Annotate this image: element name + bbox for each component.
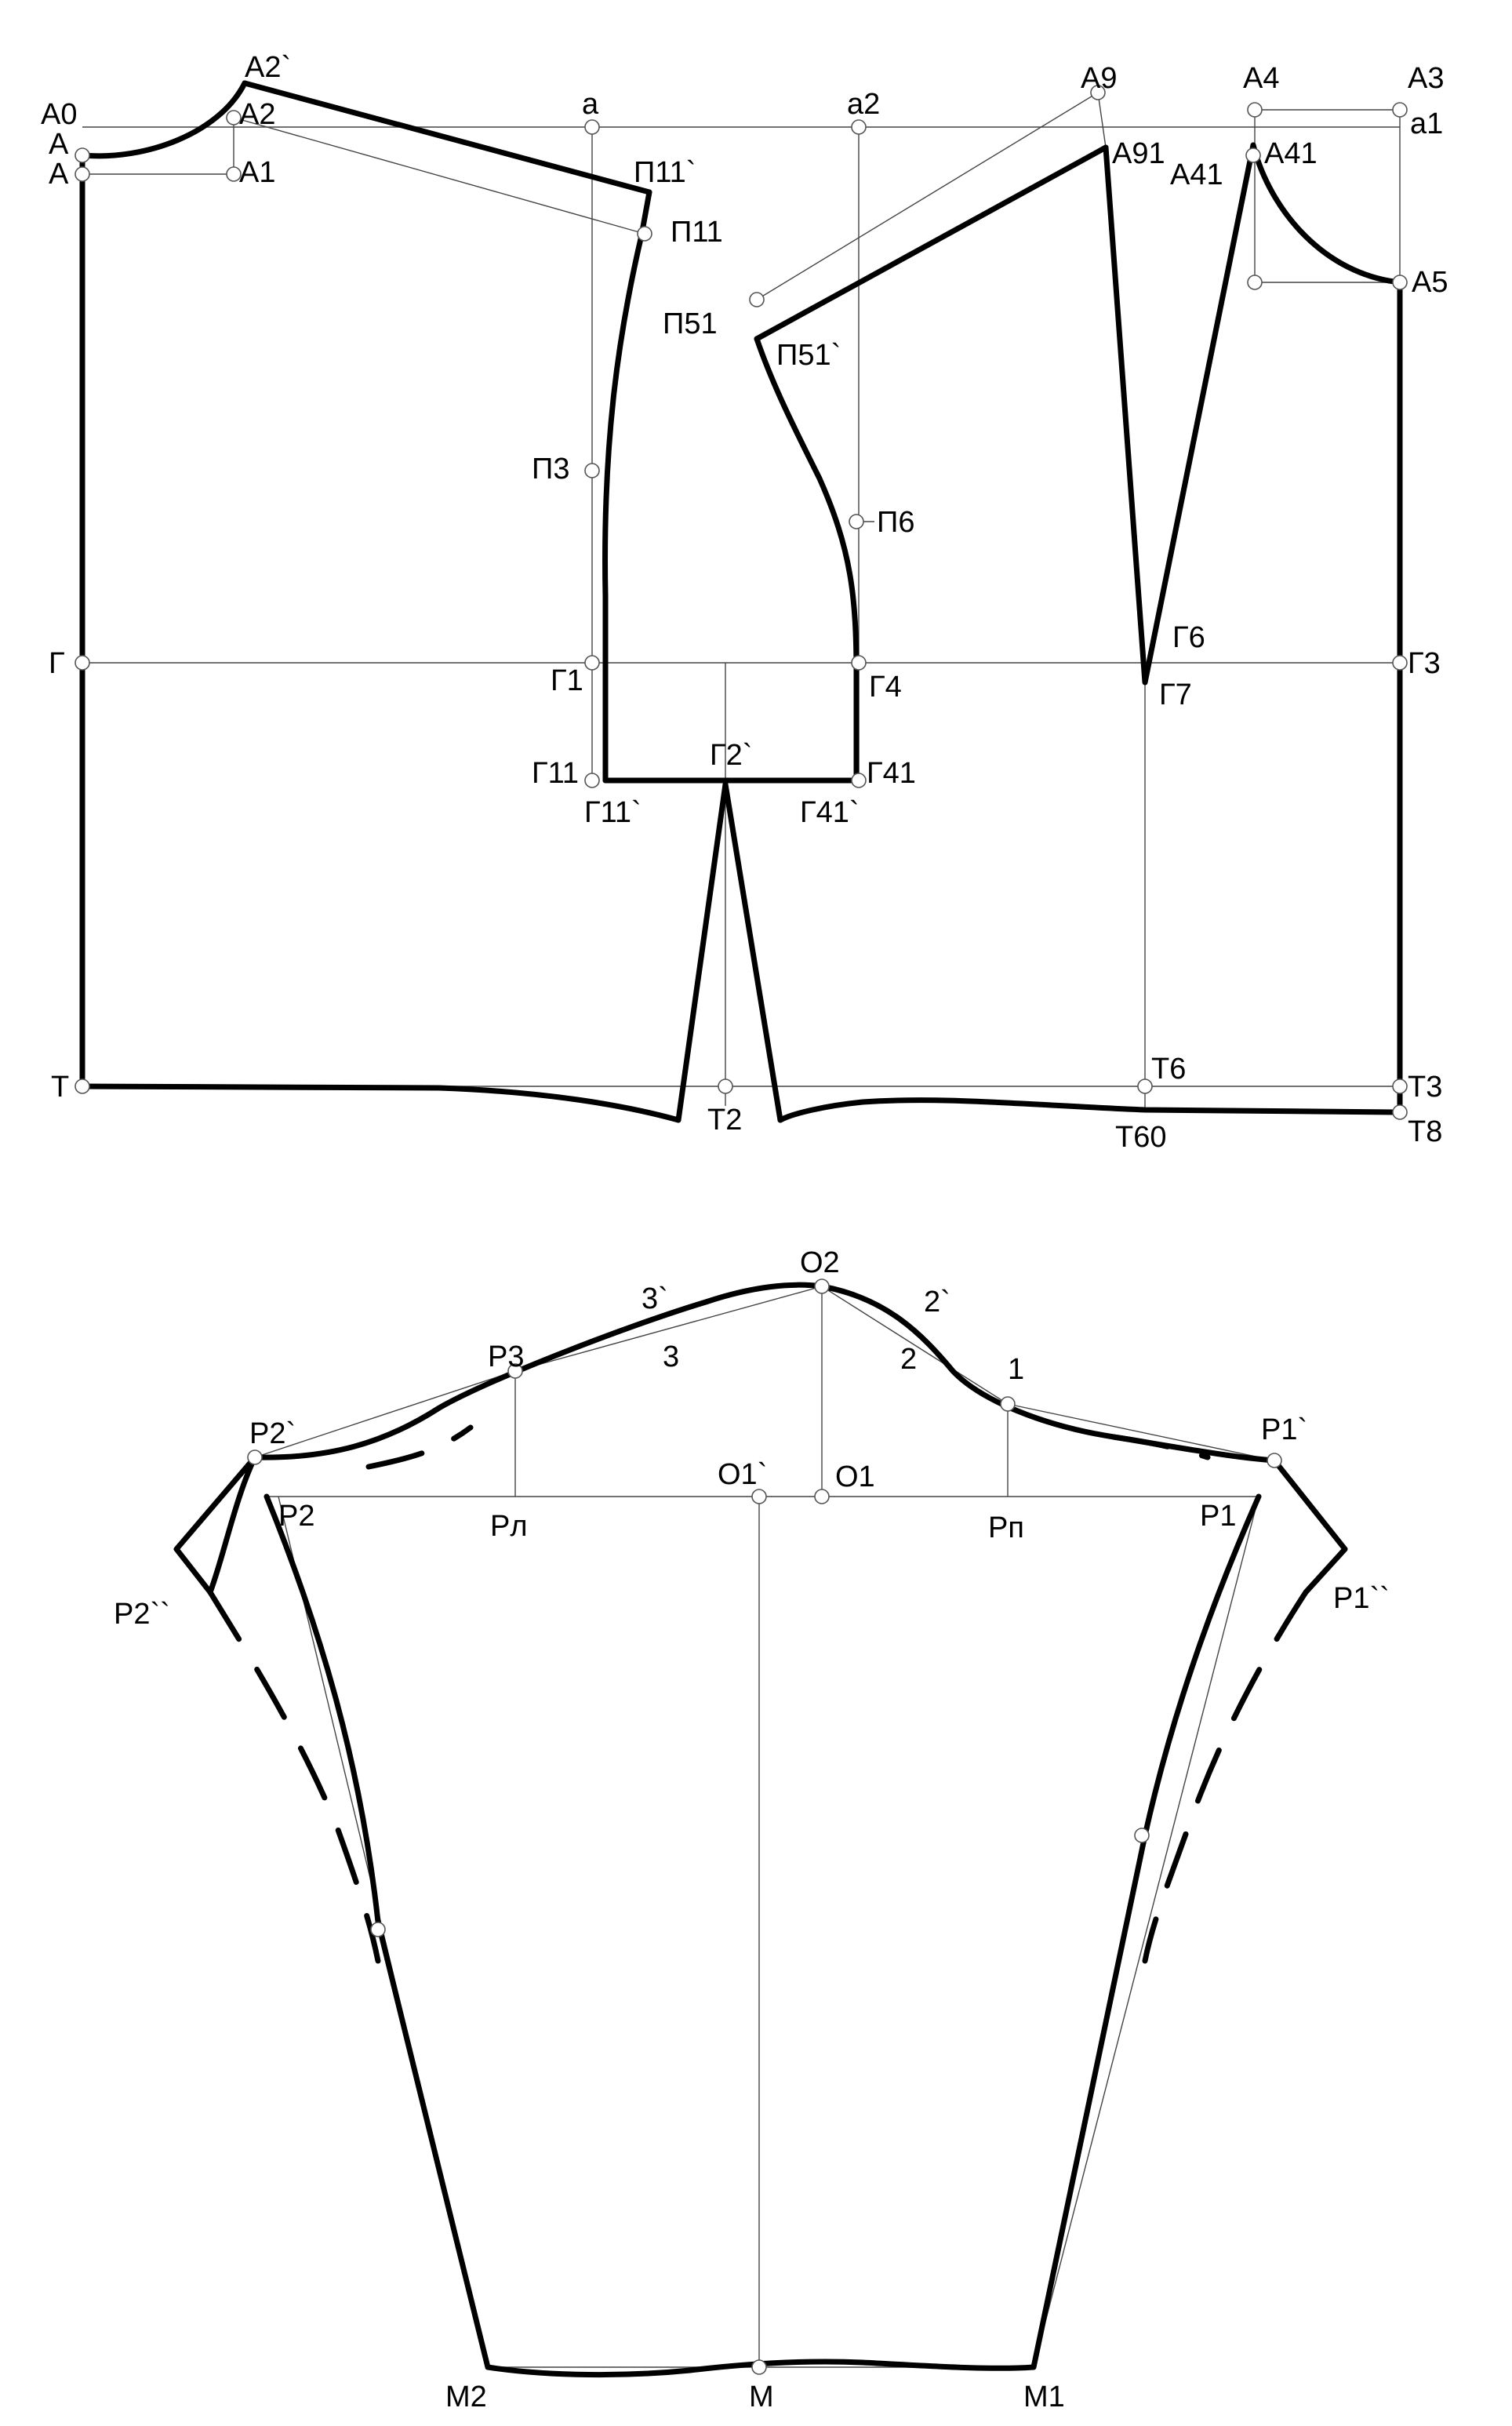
label-G: Г — [49, 647, 65, 680]
label-O1-prime: О1` — [718, 1458, 767, 1491]
bodice-contour — [79, 80, 1403, 1123]
sleeve-points — [247, 1278, 1282, 2375]
label-G7: Г7 — [1159, 678, 1192, 711]
label-P1-prime: Р1` — [1261, 1413, 1307, 1446]
label-Rp: Рп — [988, 1511, 1024, 1544]
label-P2-double-prime: Р2`` — [114, 1598, 170, 1631]
label-P11: П11 — [671, 216, 723, 249]
label-O2: О2 — [800, 1246, 840, 1279]
label-A41b: A41 — [1264, 137, 1318, 170]
bodice-construction-lines — [82, 92, 1401, 1110]
label-3-prime: 3` — [642, 1282, 668, 1315]
label-A2: A2 — [239, 98, 275, 131]
label-G1: Г1 — [551, 664, 583, 697]
label-M: М — [749, 2381, 774, 2413]
label-Rl: Рл — [490, 1510, 528, 1543]
label-A91: A91 — [1112, 137, 1165, 170]
label-T2: Т2 — [707, 1104, 742, 1137]
label-2: 2 — [900, 1343, 917, 1376]
label-2-prime: 2` — [924, 1286, 950, 1318]
label-A-lower: A — [49, 158, 69, 191]
label-G11-prime: Г11` — [584, 796, 642, 829]
label-G41: Г41 — [867, 757, 916, 790]
label-A-upper: A — [49, 128, 69, 161]
label-P51: П51 — [663, 307, 718, 340]
label-G2-prime: Г2` — [710, 739, 752, 772]
label-a: a — [582, 88, 599, 121]
label-T60: Т60 — [1115, 1121, 1166, 1154]
sleeve-labels: О2 3` 3 2` 2 1 Р3 Р2` Р2 Р2`` О1` О1 Рл … — [114, 1246, 1390, 2413]
label-P3: П3 — [532, 453, 569, 486]
label-G41-prime: Г41` — [800, 796, 860, 829]
label-P11-prime: П11` — [634, 156, 696, 189]
label-A1: A1 — [239, 156, 275, 189]
label-P6: П6 — [877, 506, 914, 539]
bodice-labels: A0 A A A1 A2 A2` a a2 П11` П11 П3 П51 П5… — [41, 51, 1448, 1154]
label-G4: Г4 — [869, 671, 902, 704]
sleeve-construction-lines — [254, 1286, 1275, 2368]
label-T8: Т8 — [1408, 1115, 1442, 1148]
label-A5: A5 — [1412, 266, 1448, 299]
label-a2: a2 — [847, 88, 880, 121]
label-G3: Г3 — [1408, 647, 1441, 680]
label-a1: a1 — [1410, 107, 1443, 140]
label-R3: Р3 — [488, 1340, 524, 1373]
label-1: 1 — [1008, 1353, 1024, 1386]
label-3: 3 — [663, 1340, 679, 1373]
label-O1: О1 — [835, 1460, 875, 1493]
label-M1: М1 — [1023, 2381, 1065, 2413]
label-A4: A4 — [1243, 62, 1279, 95]
label-G6: Г6 — [1172, 621, 1205, 654]
label-T6: Т6 — [1151, 1053, 1186, 1086]
label-A2-prime: A2` — [245, 51, 291, 84]
label-M2: М2 — [445, 2381, 487, 2413]
label-P2: Р2 — [278, 1500, 314, 1533]
label-G11: Г11 — [532, 757, 579, 790]
label-P1-double-prime: Р1`` — [1333, 1582, 1390, 1615]
label-A9: A9 — [1081, 62, 1117, 95]
label-A3: A3 — [1408, 62, 1444, 95]
label-P51-prime: П51` — [776, 339, 841, 372]
label-P2-prime: Р2` — [249, 1417, 296, 1450]
bodice-points — [75, 85, 1408, 1120]
label-A0: A0 — [41, 98, 77, 131]
label-T3: Т3 — [1408, 1071, 1442, 1104]
sleeve-contour — [173, 1282, 1348, 2378]
label-A41: A41 — [1170, 158, 1223, 191]
label-P1: Р1 — [1200, 1500, 1236, 1533]
label-T: Т — [51, 1071, 69, 1104]
